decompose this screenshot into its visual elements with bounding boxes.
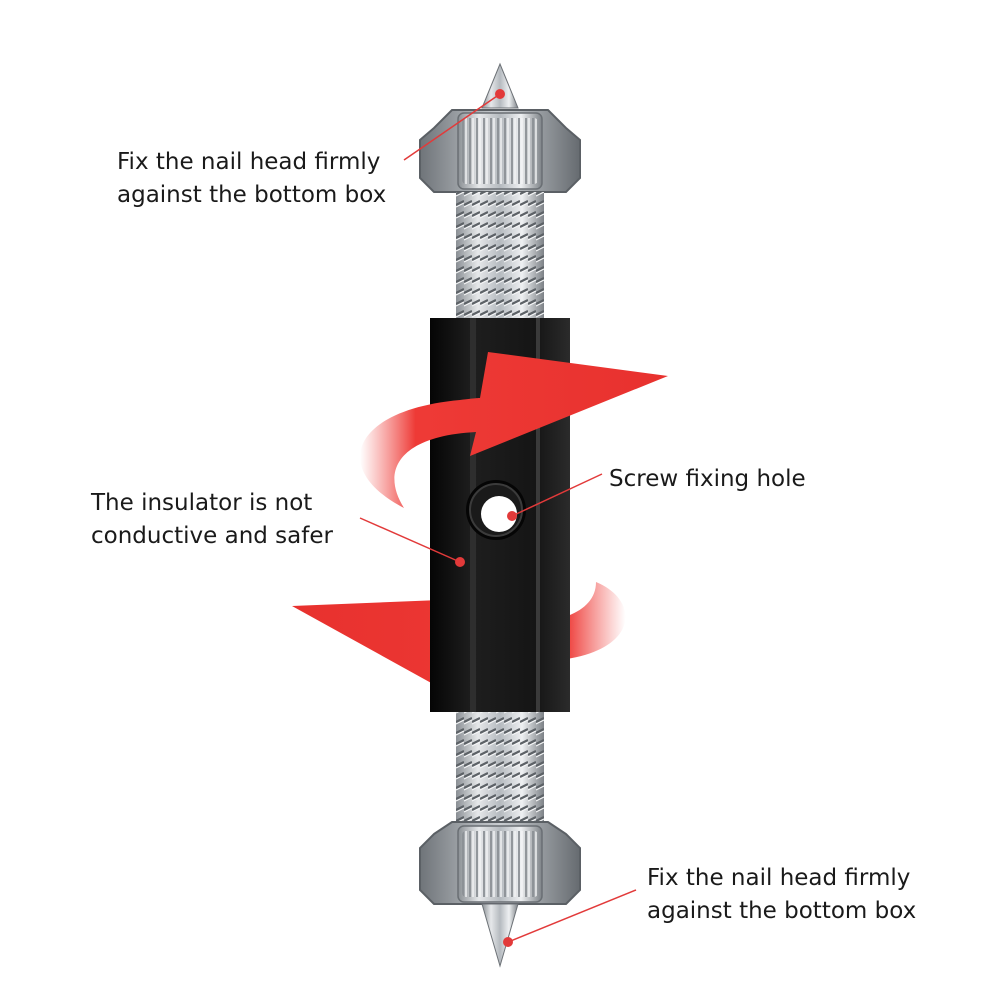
bottom-spike xyxy=(481,903,519,968)
callout-bottom-nail: Fix the nail head firmly against the bot… xyxy=(647,862,916,928)
rotation-arrow-upper xyxy=(360,352,668,508)
callout-bottom-nail-line2: against the bottom box xyxy=(647,898,917,924)
fixing-hole-icon xyxy=(466,480,526,540)
callout-bottom-nail-line1: Fix the nail head firmly xyxy=(647,865,911,891)
top-spike xyxy=(481,62,519,109)
leader-dot-screw-hole xyxy=(507,511,517,521)
top-hex-nut xyxy=(419,109,581,193)
callout-top-nail-line1: Fix the nail head firmly xyxy=(117,149,381,175)
callout-insulator-line2: conductive and safer xyxy=(91,523,333,549)
callout-insulator-line1: The insulator is not xyxy=(91,490,313,516)
leader-insulator xyxy=(359,517,461,563)
callout-insulator: The insulator is not conductive and safe… xyxy=(91,487,333,553)
leader-screw-hole xyxy=(511,473,603,517)
callout-top-nail: Fix the nail head firmly against the bot… xyxy=(117,146,386,212)
leader-bottom-nail xyxy=(507,889,637,943)
bottom-threaded-shaft xyxy=(456,708,544,836)
callout-top-nail-line2: against the bottom box xyxy=(117,182,387,208)
callout-screw-hole: Screw fixing hole xyxy=(609,463,806,496)
leader-dot-top-nail xyxy=(495,89,505,99)
leader-dot-bottom-nail xyxy=(503,937,513,947)
leader-lines xyxy=(359,89,637,947)
bottom-hex-nut xyxy=(419,821,581,905)
leader-top-nail xyxy=(403,93,501,161)
leader-dot-insulator xyxy=(455,557,465,567)
callout-screw-hole-line1: Screw fixing hole xyxy=(609,466,806,492)
top-threaded-shaft xyxy=(456,192,544,322)
